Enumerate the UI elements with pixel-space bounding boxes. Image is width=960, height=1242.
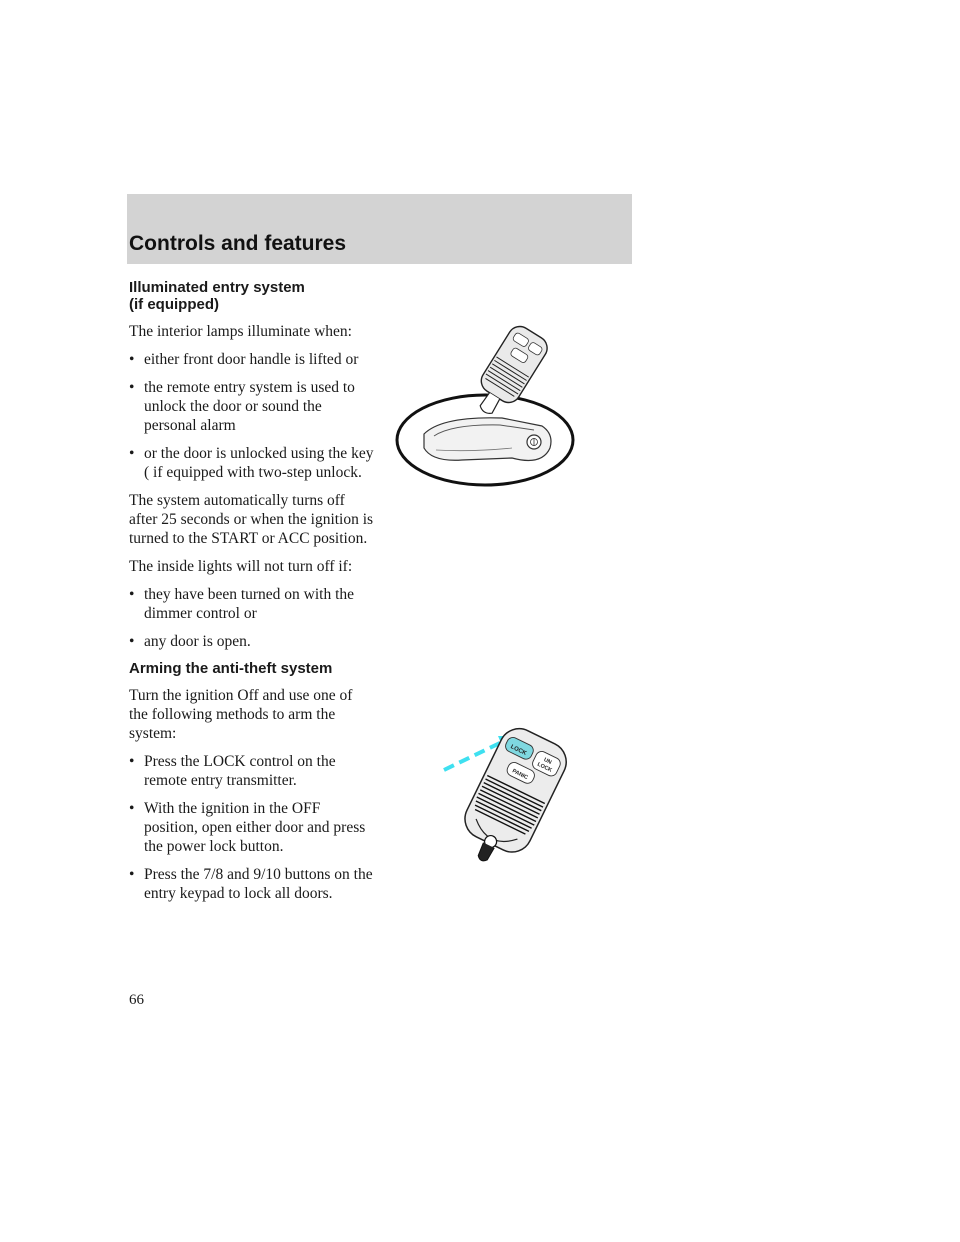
heading-line-1: Illuminated entry system bbox=[129, 279, 305, 296]
section-title: Controls and features bbox=[129, 232, 347, 255]
list-item: or the door is unlocked using the key ( … bbox=[129, 444, 374, 482]
text-column: Illuminated entry system (if equipped) T… bbox=[129, 279, 374, 912]
unlock-button bbox=[532, 751, 561, 777]
auto-off-paragraph: The system automatically turns off after… bbox=[129, 492, 374, 547]
panic-button bbox=[506, 762, 535, 784]
door-handle bbox=[423, 417, 552, 461]
lights-stay-on-list: they have been turned on with the dimmer… bbox=[129, 585, 374, 651]
list-item: the remote entry system is used to unloc… bbox=[129, 378, 374, 435]
page-number: 66 bbox=[129, 992, 144, 1008]
list-item: With the ignition in the OFF position, o… bbox=[129, 799, 374, 856]
heading-line-2: (if equipped) bbox=[129, 296, 219, 313]
not-off-paragraph: The inside lights will not turn off if: bbox=[129, 558, 353, 575]
heading-illuminated-entry: Illuminated entry system (if equipped) bbox=[129, 279, 374, 313]
header-band bbox=[127, 194, 632, 264]
list-item: any door is open. bbox=[129, 632, 374, 651]
arming-intro-paragraph: Turn the ignition Off and use one of the… bbox=[129, 687, 353, 742]
illuminate-conditions-list: either front door handle is lifted or th… bbox=[129, 350, 374, 482]
arming-methods-list: Press the LOCK control on the remote ent… bbox=[129, 752, 374, 903]
intro-paragraph: The interior lamps illuminate when: bbox=[129, 323, 352, 340]
lock-button bbox=[505, 736, 534, 760]
list-item: either front door handle is lifted or bbox=[129, 350, 374, 369]
list-item: Press the LOCK control on the remote ent… bbox=[129, 752, 374, 790]
keyfob bbox=[479, 325, 548, 414]
list-item: they have been turned on with the dimmer… bbox=[129, 585, 374, 623]
heading-arming-anti-theft: Arming the anti-theft system bbox=[129, 660, 333, 677]
door-handle-keyfob-illustration bbox=[395, 325, 575, 487]
list-item: Press the 7/8 and 9/10 buttons on the en… bbox=[129, 865, 374, 903]
unlock-button-label-1: UN bbox=[543, 757, 553, 766]
keyfob-lock-illustration: LOCK UN LOCK PANIC bbox=[443, 727, 567, 862]
